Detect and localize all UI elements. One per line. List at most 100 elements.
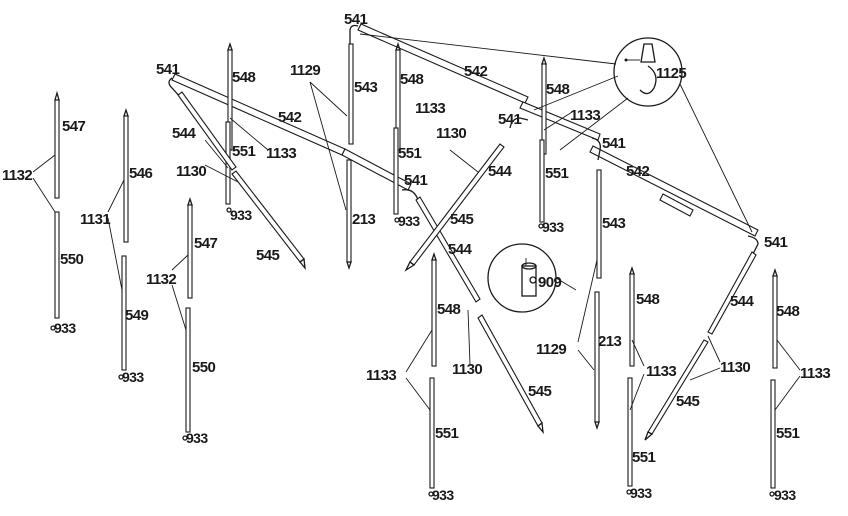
- pole-550-left: [54, 211, 60, 319]
- pole-set-1132-right: 1132 547 550 933: [146, 196, 218, 446]
- label-542: 542: [626, 163, 649, 180]
- pole-548: [629, 273, 635, 367]
- label-548: 548: [546, 81, 569, 98]
- label-933: 933: [398, 213, 420, 229]
- label-541: 541: [344, 11, 367, 28]
- label-1130: 1130: [436, 125, 466, 142]
- label-541: 541: [404, 172, 427, 189]
- label-551: 551: [232, 143, 255, 160]
- label-547: 547: [194, 235, 217, 252]
- pole-550-right: [185, 307, 191, 433]
- label-545: 545: [676, 393, 699, 410]
- label-542: 542: [464, 63, 487, 80]
- pole-551: [539, 139, 545, 223]
- corner-541-right: [747, 235, 759, 257]
- detail-909-connector: 909: [487, 243, 577, 313]
- label-933: 933: [774, 487, 796, 503]
- pole-551: [627, 377, 633, 487]
- pole-547-right: [187, 204, 193, 299]
- label-1133: 1133: [266, 145, 296, 162]
- leg-set-lower-right: 548 1133 551 933: [769, 267, 831, 503]
- label-933: 933: [230, 207, 252, 223]
- detail-circle: [613, 37, 683, 107]
- label-545: 545: [256, 247, 279, 264]
- label-1133: 1133: [366, 367, 396, 384]
- corner-541-right-top: [591, 137, 601, 161]
- bracket-icon: [640, 43, 656, 63]
- pole-547-left: [54, 99, 60, 199]
- connector-sleeve-icon: [521, 265, 537, 297]
- label-541: 541: [156, 61, 179, 78]
- label-1132: 1132: [146, 271, 176, 288]
- rafter-542-top: [357, 23, 529, 104]
- label-548: 548: [400, 71, 423, 88]
- label-1133: 1133: [800, 365, 830, 382]
- corner-541-mid: [509, 117, 529, 129]
- label-1130: 1130: [720, 359, 750, 376]
- pole-213-left: [346, 159, 352, 263]
- label-551: 551: [545, 165, 568, 182]
- label-544: 544: [172, 125, 196, 142]
- brace-545-center: [477, 314, 543, 427]
- label-933: 933: [542, 219, 564, 235]
- pole-551: [770, 379, 776, 489]
- label-542: 542: [278, 109, 301, 126]
- brace-544-right: [707, 251, 757, 335]
- label-1125: 1125: [656, 65, 686, 82]
- pole-set-1132-left: 1132 547 550 933: [2, 90, 86, 336]
- rafter-542-right: [589, 145, 759, 237]
- label-933: 933: [54, 320, 76, 336]
- label-548: 548: [776, 303, 799, 320]
- corner-541-top: [349, 24, 359, 44]
- label-1133: 1133: [646, 363, 676, 380]
- label-551: 551: [435, 425, 458, 442]
- label-543: 543: [354, 79, 377, 96]
- label-1129: 1129: [536, 341, 566, 358]
- label-933: 933: [630, 485, 652, 501]
- pole-set-1131: 1131 546 549 933: [80, 107, 153, 385]
- label-909: 909: [538, 274, 561, 291]
- label-551: 551: [632, 449, 655, 466]
- leg-set-lower-center: 1133 548 551 933: [366, 251, 461, 503]
- label-1132: 1132: [2, 167, 32, 184]
- label-213: 213: [352, 211, 375, 228]
- braces: 544 1130 545 1130 544 545 544 1130 545 5…: [172, 91, 757, 441]
- leg-set-upper-mid: 548 1133 551 933: [393, 41, 446, 229]
- label-550: 550: [60, 251, 83, 268]
- label-541: 541: [602, 135, 625, 152]
- foot-933: [50, 325, 56, 331]
- pole-551: [429, 377, 435, 489]
- brace-545-center-upper: [415, 196, 481, 303]
- leg-set-upper-right: 548 1133 551 933: [538, 55, 601, 235]
- label-933: 933: [122, 369, 144, 385]
- label-549: 549: [125, 307, 148, 324]
- label-1129: 1129: [290, 62, 320, 79]
- label-933: 933: [432, 487, 454, 503]
- pole-551: [393, 127, 399, 215]
- label-544: 544: [730, 293, 754, 310]
- label-545: 545: [450, 211, 473, 228]
- label-544: 544: [488, 163, 512, 180]
- center-uprights: 1129 543 213 1129 543 213: [290, 43, 626, 431]
- label-550: 550: [192, 359, 215, 376]
- label-551: 551: [776, 425, 799, 442]
- pole-548: [431, 259, 437, 367]
- brace-544-left: [177, 91, 237, 171]
- leg-set-upper-left: 548 551 1133 933: [225, 41, 297, 223]
- pole-213-right: [594, 291, 600, 423]
- label-1133: 1133: [415, 100, 445, 117]
- label-548: 548: [437, 301, 460, 318]
- label-1130: 1130: [452, 361, 482, 378]
- rafter-542-segment: [659, 193, 694, 217]
- label-541: 541: [764, 234, 787, 251]
- label-213: 213: [598, 333, 621, 350]
- label-543: 543: [602, 215, 625, 232]
- label-547: 547: [62, 118, 85, 135]
- pole-548: [772, 275, 778, 369]
- label-541: 541: [498, 111, 521, 128]
- label-1130: 1130: [176, 163, 206, 180]
- pole-tip: [54, 90, 60, 101]
- label-548: 548: [636, 291, 659, 308]
- hook-icon: [639, 65, 657, 95]
